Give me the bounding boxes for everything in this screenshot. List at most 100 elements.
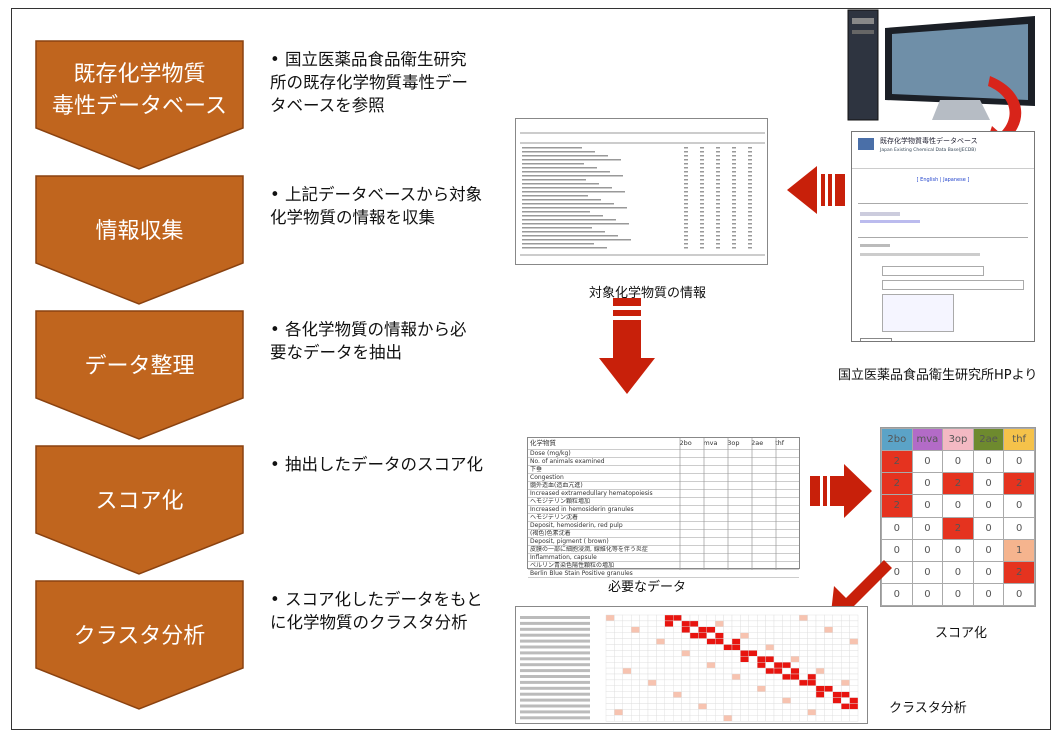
score-cell: 0 xyxy=(911,494,944,518)
document-cell xyxy=(748,223,752,225)
heatmap-cell xyxy=(639,691,649,698)
score-cell: 0 xyxy=(1003,450,1035,474)
heatmap-row-label xyxy=(520,675,590,678)
heatmap-cell xyxy=(656,644,665,651)
document-line xyxy=(522,159,621,161)
score-cell: 0 xyxy=(911,560,944,584)
heatmap-cell xyxy=(832,673,842,681)
heatmap-cell xyxy=(815,620,825,627)
heatmap-cell xyxy=(841,667,850,675)
heatmap-cell xyxy=(664,697,674,704)
document-cell xyxy=(700,227,704,229)
heatmap-cell xyxy=(664,620,674,627)
heatmap-cell xyxy=(849,703,859,710)
heatmap-cell xyxy=(714,685,724,692)
document-cell xyxy=(748,195,752,197)
heatmap-cell xyxy=(639,715,649,722)
heatmap-cell xyxy=(849,697,859,704)
heatmap-cell xyxy=(630,644,640,651)
heatmap-cell xyxy=(832,656,842,663)
heatmap-cell xyxy=(790,679,800,687)
heatmap-cell xyxy=(824,656,833,663)
heatmap-cell xyxy=(849,673,859,681)
heatmap-cell xyxy=(815,662,825,669)
heatmap-cell xyxy=(832,638,842,645)
heatmap-cell xyxy=(672,685,682,692)
score-cell: 0 xyxy=(1003,516,1035,540)
heatmap-cell xyxy=(740,656,749,663)
data-table-row: Increased extramedullary hematopoiesis xyxy=(528,490,799,498)
heatmap-cell xyxy=(756,650,766,657)
document-cell xyxy=(732,207,736,209)
heatmap-cell xyxy=(647,662,657,669)
arrow-left xyxy=(787,166,845,214)
heatmap-cell xyxy=(832,662,842,669)
heatmap-cell xyxy=(681,638,691,645)
heatmap-cell xyxy=(799,614,808,622)
heatmap-cell xyxy=(605,626,615,633)
heatmap-cell xyxy=(647,614,657,622)
heatmap-cell xyxy=(807,626,817,633)
heatmap-cell xyxy=(790,656,800,663)
document-cell xyxy=(716,175,720,177)
heatmap-cell xyxy=(799,644,808,651)
heatmap-cell xyxy=(799,715,808,722)
heatmap-cell xyxy=(782,656,791,663)
heatmap-cell xyxy=(664,662,674,669)
heatmap-cell xyxy=(605,614,615,622)
heatmap-cell xyxy=(815,709,825,716)
heatmap-cell xyxy=(849,638,859,645)
heatmap-cell xyxy=(756,697,766,704)
heatmap-cell xyxy=(714,673,724,681)
document-cell xyxy=(684,247,688,249)
heatmap-cell xyxy=(832,614,842,622)
heatmap-cell xyxy=(605,673,615,681)
heatmap-cell xyxy=(799,667,808,675)
heatmap-cell xyxy=(782,626,791,633)
heatmap-cell xyxy=(849,691,859,698)
heatmap-cell xyxy=(748,638,758,645)
document-cell xyxy=(732,203,736,205)
heatmap-cell xyxy=(748,620,758,627)
heatmap-cell xyxy=(630,614,640,622)
document-line xyxy=(522,243,594,245)
heatmap-cell xyxy=(681,679,691,687)
data-table-row: (褐色)色素沈着 xyxy=(528,530,799,538)
heatmap-cell xyxy=(614,679,624,687)
document-cell xyxy=(732,211,736,213)
heatmap-cell xyxy=(681,620,691,627)
heatmap-cell xyxy=(706,644,716,651)
heatmap-cell xyxy=(630,632,640,639)
heatmap-cell xyxy=(714,650,724,657)
heatmap-cell xyxy=(731,662,741,669)
document-cell xyxy=(748,147,752,149)
heatmap-cell xyxy=(614,620,624,627)
document-cell xyxy=(732,235,736,237)
document-cell xyxy=(716,211,720,213)
heatmap-cell xyxy=(807,644,817,651)
data-table-row: Increased in hemosiderin granules xyxy=(528,506,799,514)
heatmap-cell xyxy=(714,614,724,622)
heatmap-cell xyxy=(714,703,724,710)
heatmap-cell xyxy=(639,709,649,716)
heatmap-cell xyxy=(731,685,741,692)
heatmap-cell xyxy=(731,620,741,627)
data-table-row: Congestion xyxy=(528,474,799,482)
process-step-2: 情報収集 xyxy=(35,175,244,305)
heatmap-cell xyxy=(672,650,682,657)
heatmap-cell xyxy=(698,709,707,716)
heatmap-cell xyxy=(630,662,640,669)
heatmap-cell xyxy=(765,662,775,669)
heatmap-cell xyxy=(815,685,825,692)
heatmap-cell xyxy=(664,650,674,657)
heatmap-cell xyxy=(706,709,716,716)
heatmap-cell xyxy=(672,679,682,687)
document-cell xyxy=(732,227,736,229)
document-cell xyxy=(700,163,704,165)
heatmap-cell xyxy=(622,703,632,710)
heatmap-row-label xyxy=(520,633,590,637)
heatmap-cell xyxy=(815,626,825,633)
data-table-header-cell: 化学物質 xyxy=(530,439,556,447)
heatmap-cell xyxy=(748,685,758,692)
